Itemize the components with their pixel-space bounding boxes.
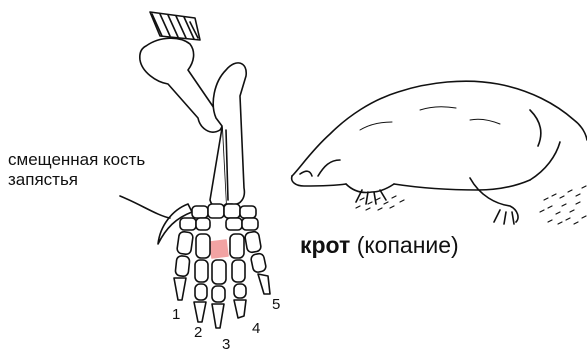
carpal-bones [180,204,258,230]
digit-5-bones [244,231,270,294]
digit-2-bones [194,234,210,322]
mole-caption: крот (копание) [300,232,459,259]
mole-drawing [292,81,587,224]
leader-line [120,196,170,218]
soil-texture [356,186,586,224]
digit-number-1: 1 [172,306,180,323]
digit-number-3: 3 [222,336,230,353]
digit-4-bones [230,234,246,318]
digit-3-bones [212,260,226,328]
displaced-bone-label-line1: смещенная кость [8,150,208,170]
animal-name: крот [300,232,350,258]
displaced-bone-label: смещенная кость запястья [8,150,208,190]
highlighted-carpal [210,240,228,258]
activity-label: (копание) [357,232,459,258]
digit-number-5: 5 [272,296,280,313]
humerus-bone [140,38,223,132]
digit-number-2: 2 [194,324,202,341]
digit-1-bones [174,231,193,300]
digit-number-4: 4 [252,320,260,337]
hatched-attachment [150,12,200,40]
displaced-bone-label-line2: запястья [8,170,208,190]
